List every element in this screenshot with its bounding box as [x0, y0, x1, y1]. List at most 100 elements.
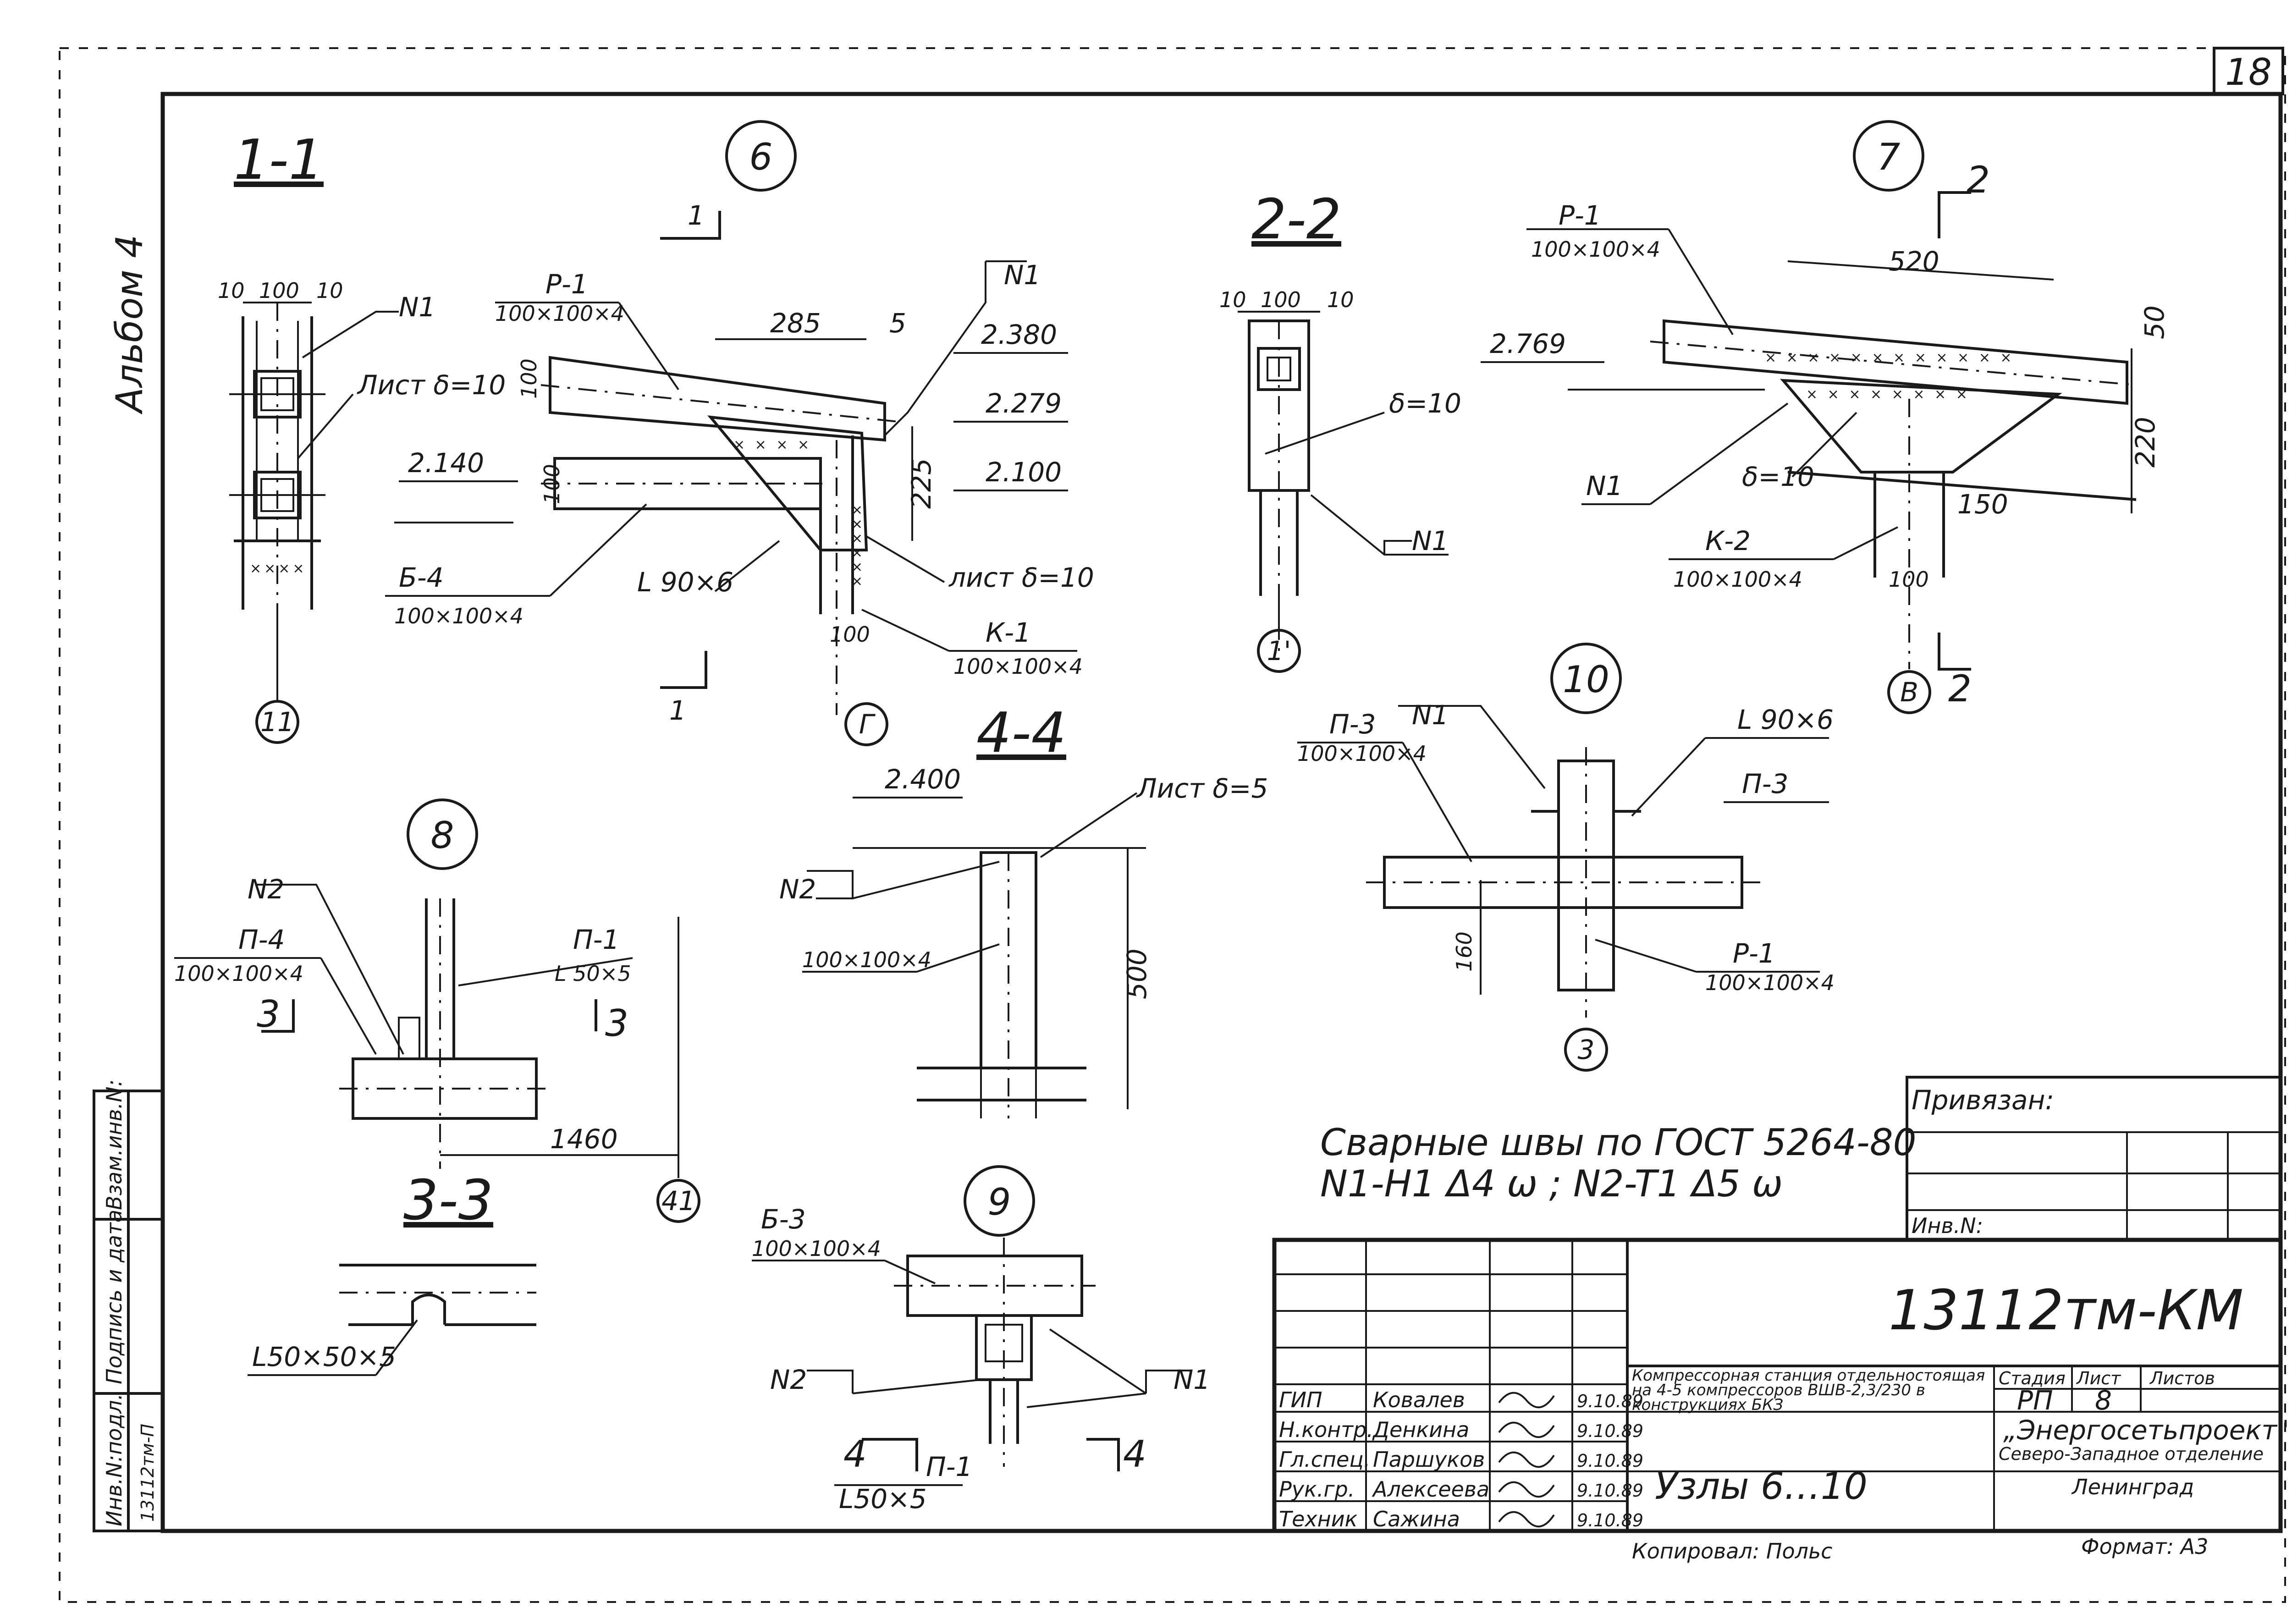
dim-520: 520: [1889, 246, 1939, 277]
s22-n1: N1: [1412, 525, 1449, 556]
dim-10-right: 10: [316, 278, 343, 303]
s22-dim-10-left: 10: [1219, 287, 1246, 312]
node-6-p1-size: 100×100×4: [495, 301, 624, 326]
node-6-axis: Г: [859, 709, 876, 740]
dim-10-left: 10: [218, 278, 245, 303]
node-7: 7 2 2 × × × × × × × × × × × × × × × × × …: [1481, 120, 2170, 714]
privyazan-block: Привязан: Инв.N:: [1906, 1076, 2282, 1241]
node-6-k1-size: 100×100×4: [953, 654, 1083, 679]
node-8-p4-size: 100×100×4: [174, 961, 303, 986]
node-7-p1: Р-1: [1559, 200, 1601, 231]
org-name: „Энергосетьпроект": [2003, 1415, 2289, 1446]
node-10-p3b: П-3: [1742, 768, 1788, 799]
side-stamp-col1: Взам.инв.N:: [102, 1079, 127, 1210]
section-4-4-plate: Лист δ=5: [1136, 773, 1268, 804]
sheet-number: 18: [2225, 51, 2272, 94]
dim-100-col: 100: [830, 622, 870, 647]
node-6-b4-size: 100×100×4: [394, 604, 523, 628]
sheet-format: Формат: А3: [2081, 1534, 2208, 1559]
node-7-n1: N1: [1586, 470, 1623, 501]
node-6-number: 6: [749, 136, 773, 178]
node-7-k2-size: 100×100×4: [1673, 567, 1802, 592]
node-10-r1: Р-1: [1733, 938, 1775, 969]
plate-label-1-1: Лист δ=10: [357, 369, 506, 401]
node-8-p4: П-4: [238, 924, 285, 955]
section-4-4-n2: N2: [779, 874, 816, 905]
section-4-4-title: 4-4: [976, 701, 1066, 765]
side-stamp: Взам.инв.N: Подпись и дата Инв.N:подл. 1…: [93, 1079, 164, 1532]
cut-3-right: 3: [605, 1002, 628, 1045]
signature-mark: [1498, 1392, 1555, 1409]
section-2-2-title: 2-2: [1251, 188, 1341, 252]
dim-100-k2: 100: [1889, 567, 1929, 592]
org-city: Ленинград: [2071, 1475, 2194, 1499]
signer-name: Денкина: [1372, 1417, 1469, 1442]
node-9-b3-size: 100×100×4: [752, 1236, 881, 1261]
signature-mark: [1498, 1421, 1555, 1438]
s22-dim-100: 100: [1261, 287, 1301, 312]
section-1-1-axis: 11: [260, 706, 294, 738]
section-3-3-title: 3-3: [403, 1169, 493, 1233]
elev-2279: 2.279: [986, 388, 1062, 419]
frame-border: [160, 92, 2283, 1533]
node-8-number: 8: [431, 814, 454, 857]
dim-1460: 1460: [550, 1123, 618, 1155]
stage-value: РП: [2017, 1385, 2053, 1416]
section-4-4-size: 100×100×4: [802, 947, 931, 972]
node-7-p1-size: 100×100×4: [1531, 237, 1660, 262]
node-7-axis: В: [1900, 677, 1918, 708]
node-9-p1: П-1: [926, 1451, 972, 1482]
svg-text:××××: ××××: [250, 561, 307, 577]
dim-285: 285: [770, 308, 821, 339]
section-3-3: 3-3 L50×50×5: [248, 1169, 536, 1376]
signer-role: Техник: [1279, 1507, 1358, 1531]
node-7-k2: К-2: [1705, 525, 1751, 556]
signer-name: Паршуков: [1373, 1447, 1485, 1472]
sheets-header: Листов: [2149, 1368, 2215, 1388]
elev-2140: 2.140: [408, 447, 484, 479]
cut-3-left: 3: [257, 993, 280, 1035]
signer-date: 9.10.89: [1577, 1451, 1643, 1471]
stage-header: Стадия: [1999, 1368, 2066, 1388]
signer-name: Сажина: [1373, 1507, 1460, 1531]
node-9-p1-size: L50×5: [839, 1483, 927, 1514]
sheet-header: Лист: [2076, 1368, 2121, 1388]
cut-4-left: 4: [843, 1433, 867, 1475]
side-stamp-col2: Подпись и дата: [102, 1210, 127, 1384]
section-3-3-angle: L50×50×5: [252, 1341, 396, 1372]
signer-date: 9.10.89: [1577, 1510, 1643, 1530]
dim-100: 100: [259, 278, 299, 303]
node-6-k1: К-1: [986, 617, 1031, 648]
node-6-b4: Б-4: [399, 562, 444, 593]
cut-1-bottom: 1: [669, 695, 686, 726]
album-label: Альбом 4: [108, 235, 151, 415]
title-block: 13112тм-КМ Компрессорная станция отдельн…: [1272, 1238, 2289, 1563]
node-6: 6 1 1 × × × × ×××××× Г 285 5 100 Р-1 100…: [385, 120, 1094, 746]
side-stamp-col3-val: 13112тм-П: [138, 1424, 158, 1522]
signer-role: ГИП: [1279, 1387, 1322, 1412]
node-10-p3-size: 100×100×4: [1297, 741, 1427, 766]
node-8-axis: 41: [661, 1185, 695, 1217]
org-branch: Северо-Западное отделение: [1999, 1444, 2264, 1464]
privyazan-label: Привязан:: [1912, 1085, 2054, 1116]
signer-date: 9.10.89: [1577, 1481, 1643, 1501]
welding-note-1: Сварные швы по ГОСТ 5264-80: [1320, 1121, 1917, 1164]
sheet-number-box: [2213, 47, 2284, 95]
signer-date: 9.10.89: [1577, 1421, 1643, 1441]
node-9-b3: Б-3: [761, 1204, 806, 1235]
dim-160: 160: [1452, 931, 1477, 972]
svg-text:× × × × × × × ×: × × × × × × × ×: [1806, 386, 1970, 402]
dim-100-beam: 100: [540, 464, 564, 504]
svg-text:× × × × × × × × × × × ×: × × × × × × × × × × × ×: [1765, 350, 2015, 366]
privyazan-inv: Инв.N:: [1912, 1213, 1983, 1238]
node-6-angle: L 90×6: [637, 567, 733, 598]
elev-2400: 2.400: [885, 764, 961, 795]
copied-by: Копировал: Польс: [1632, 1539, 1832, 1563]
node-10-number: 10: [1563, 658, 1609, 701]
project-title: Компрессорная станция отдельностоящая на…: [1632, 1368, 1985, 1414]
s22-axis: 1': [1267, 635, 1291, 666]
signer-name: Ковалев: [1373, 1387, 1465, 1412]
sheet-value: 8: [2095, 1385, 2112, 1416]
node-8-p1-size: L 50×5: [555, 961, 631, 986]
